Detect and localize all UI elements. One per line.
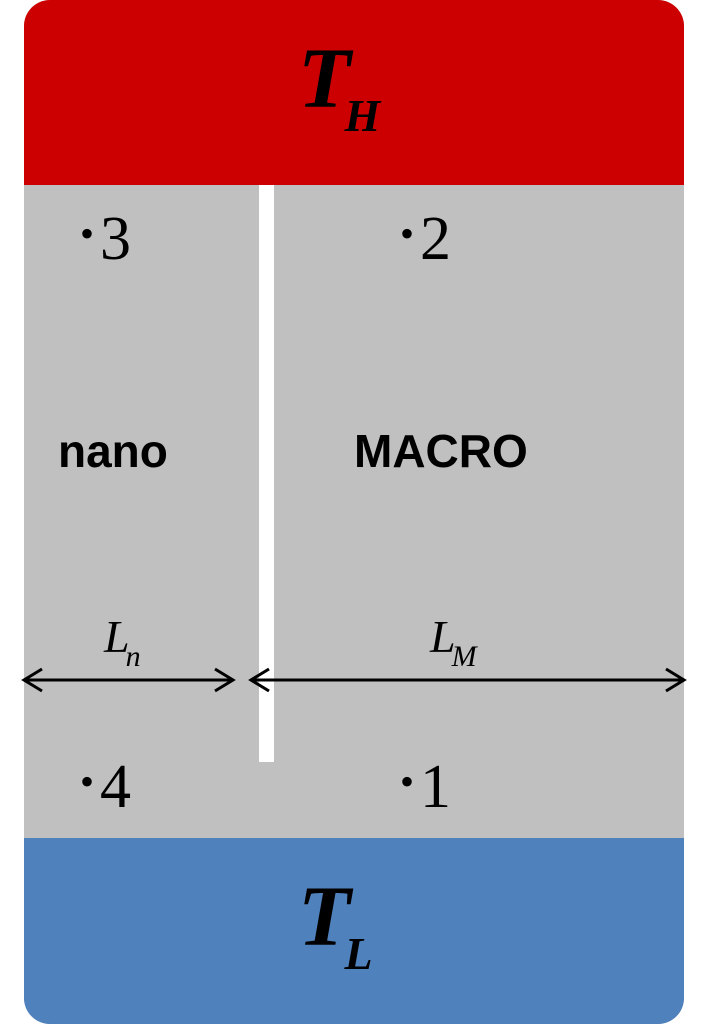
point-1: •1 [400, 756, 451, 818]
diagram-panel [24, 0, 684, 1024]
macro-length-symbol: L [430, 611, 456, 662]
hot-reservoir [24, 0, 684, 185]
point-3-label: 3 [100, 205, 132, 273]
point-1-label: 1 [420, 753, 452, 821]
point-2-label: 2 [420, 205, 452, 273]
nano-length-label: Ln [104, 610, 145, 673]
nano-length-symbol: L [104, 611, 130, 662]
nano-region-label: nano [58, 425, 168, 477]
macro-length-arrow [248, 667, 687, 693]
point-4-dot: • [80, 759, 95, 804]
hot-temperature-subscript: H [344, 90, 381, 141]
nano-length-subscript: n [125, 640, 141, 673]
partition-wall [259, 185, 274, 762]
point-2: •2 [400, 208, 451, 270]
hot-temperature-symbol: T [298, 30, 351, 126]
nano-length-arrow [21, 667, 236, 693]
macro-length-label: LM [430, 610, 481, 673]
macro-length-subscript: M [451, 640, 477, 673]
point-3-dot: • [80, 211, 95, 256]
point-4-label: 4 [100, 753, 132, 821]
point-3: •3 [80, 208, 131, 270]
macro-region-label: MACRO [354, 425, 528, 477]
cold-temperature-subscript: L [344, 928, 373, 979]
point-4: •4 [80, 756, 131, 818]
cold-temperature-label: TL [298, 866, 379, 979]
cold-reservoir [24, 838, 684, 1024]
hot-temperature-label: TH [298, 28, 386, 141]
point-2-dot: • [400, 211, 415, 256]
point-1-dot: • [400, 759, 415, 804]
cold-temperature-symbol: T [298, 868, 351, 964]
